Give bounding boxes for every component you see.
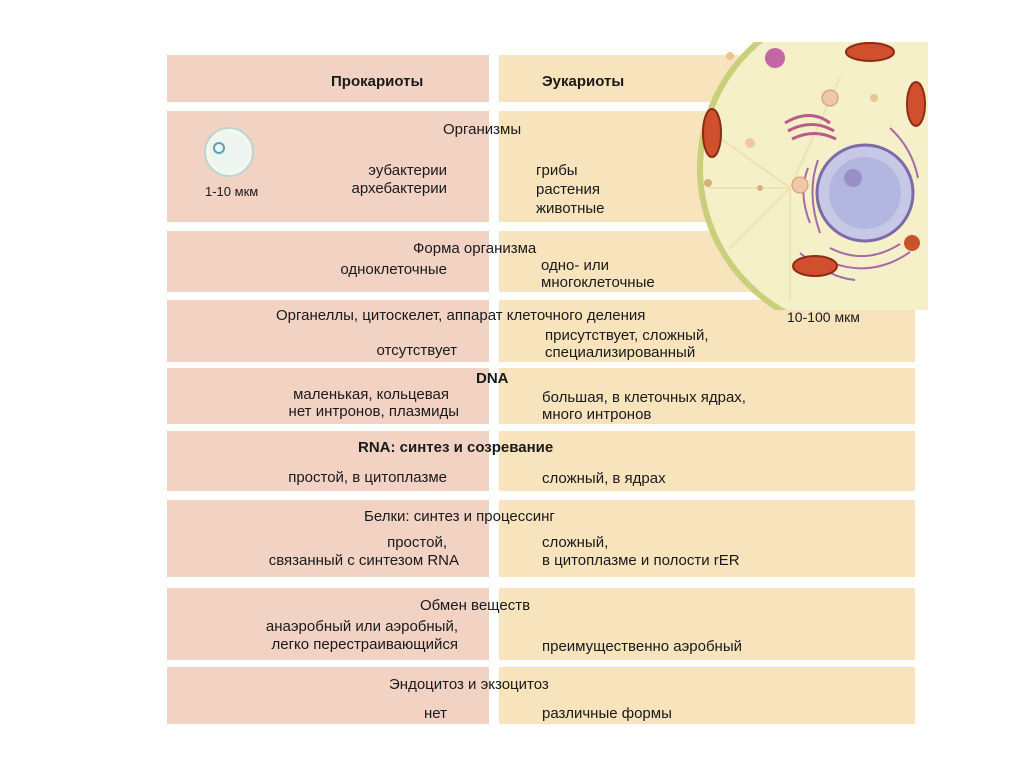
- proteins-title: Белки: синтез и процессинг: [364, 508, 555, 525]
- metabolism-prokaryote-2: легко перестраивающийся: [271, 636, 458, 653]
- metabolism-prokaryote-1: анаэробный или аэробный,: [265, 618, 458, 635]
- proteins-eukaryote-1: сложный,: [542, 534, 609, 551]
- dna-prokaryote-1: маленькая, кольцевая: [293, 386, 449, 403]
- dna-right-cell: [499, 368, 915, 424]
- organelles-eukaryote-2: специализированный: [545, 344, 696, 361]
- rna-left-cell: [167, 431, 489, 491]
- rna-right-cell: [499, 431, 915, 491]
- organisms-title: Организмы: [443, 121, 522, 138]
- proteins-left-cell: [167, 500, 489, 577]
- organisms-eukaryote-1: грибы: [536, 162, 578, 179]
- proteins-prokaryote-2: связанный с синтезом RNA: [268, 552, 459, 569]
- metabolism-left-cell: [167, 588, 489, 660]
- dna-prokaryote-2: нет интронов, плазмиды: [288, 403, 459, 420]
- organisms-prokaryote-2: архебактерии: [351, 180, 448, 197]
- dna-left-cell: [167, 368, 489, 424]
- form-prokaryote: одноклеточные: [340, 261, 447, 278]
- metabolism-title: Обмен веществ: [420, 597, 531, 614]
- proteins-prokaryote-1: простой,: [387, 534, 447, 551]
- organelles-left-cell: [167, 300, 489, 362]
- organisms-eukaryote-3: животные: [536, 200, 605, 217]
- form-left-cell: [167, 231, 489, 292]
- form-title: Форма организма: [413, 240, 537, 257]
- organisms-eukaryote-2: растения: [536, 181, 601, 198]
- rna-title: RNA: синтез и созревание: [358, 438, 553, 457]
- endocytosis-eukaryote: различные формы: [542, 705, 672, 722]
- form-eukaryote-2: многоклеточные: [541, 274, 655, 291]
- endocytosis-left-cell: [167, 667, 489, 724]
- organelles-eukaryote-1: присутствует, сложный,: [545, 327, 709, 344]
- proteins-eukaryote-2: в цитоплазме и полости rER: [542, 552, 740, 569]
- dna-eukaryote-1: большая, в клеточных ядрах,: [542, 389, 746, 406]
- form-eukaryote-1: одно- или: [541, 257, 610, 274]
- metabolism-eukaryote: преимущественно аэробный: [542, 638, 742, 655]
- prokaryote-cell-illustration: [204, 127, 254, 177]
- organelles-title: Органеллы, цитоскелет, аппарат клеточног…: [276, 307, 646, 324]
- rna-eukaryote: сложный, в ядрах: [542, 470, 666, 487]
- rna-title-text: RNA: синтез и созревание: [358, 439, 554, 456]
- organisms-prokaryote-1: эубактерии: [368, 162, 447, 179]
- prokaryotes-header: Прокариоты: [331, 73, 424, 90]
- endocytosis-title: Эндоцитоз и экзоцитоз: [389, 676, 549, 693]
- metabolism-right-cell: [499, 588, 915, 660]
- organelles-right-cell: [499, 300, 915, 362]
- rna-prokaryote: простой, в цитоплазме: [288, 469, 447, 486]
- dna-title: DNA: [476, 370, 509, 387]
- endocytosis-prokaryote: нет: [424, 705, 447, 722]
- dna-eukaryote-2: много интронов: [542, 406, 652, 423]
- prokaryote-size-label: 1-10 мкм: [205, 184, 259, 199]
- organelles-prokaryote: отсутствует: [376, 342, 457, 359]
- endocytosis-right-cell: [499, 667, 915, 724]
- eukaryotes-header: Эукариоты: [542, 73, 625, 90]
- proteins-right-cell: [499, 500, 915, 577]
- header-left-cell: [167, 55, 489, 102]
- eukaryotic-cell-illustration: [697, 42, 928, 310]
- eukaryote-size-label: 10-100 мкм: [787, 309, 860, 325]
